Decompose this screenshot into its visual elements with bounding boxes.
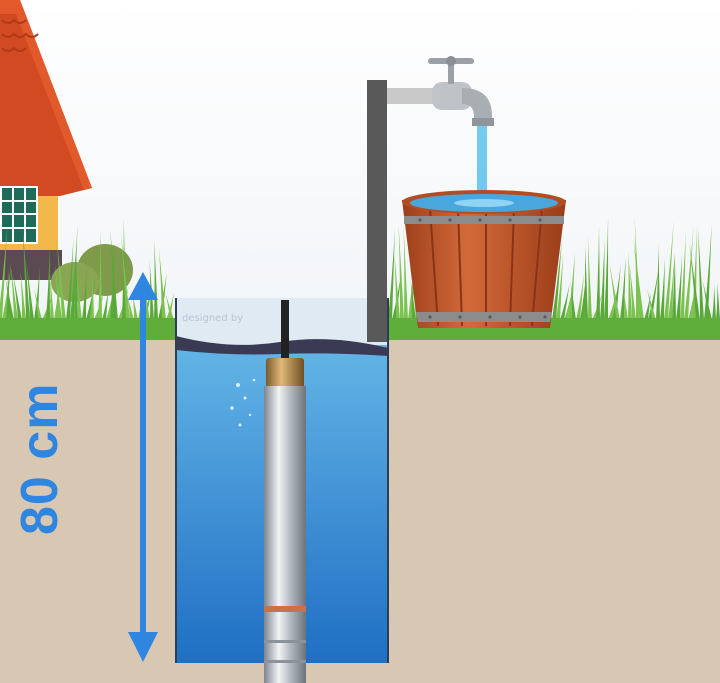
grass-blade [86, 277, 96, 320]
pump-outlet-cap [266, 358, 304, 388]
grass-blade [684, 226, 694, 320]
pipe-post [367, 80, 387, 342]
grass-blade [623, 289, 628, 320]
grass-blade [576, 273, 585, 320]
grass-blade [628, 249, 632, 320]
grass-blade [676, 253, 683, 320]
grass-blade [46, 244, 50, 320]
grass-blade [398, 223, 404, 320]
grass-blade [668, 255, 675, 320]
soil-right [388, 340, 720, 683]
grass-blade [403, 226, 408, 320]
grass-blade [56, 239, 66, 320]
watermark-text: designed by [182, 313, 244, 324]
grass-blade [70, 224, 78, 320]
grass-blade [604, 217, 609, 320]
grass-blade [680, 229, 686, 320]
grass-blade [644, 292, 651, 320]
grass-blade [132, 293, 138, 320]
grass-blade [716, 282, 720, 320]
grass-blade [587, 235, 592, 320]
grass-blade [127, 294, 134, 320]
grass-blade [76, 273, 82, 320]
soil-left [0, 340, 176, 683]
grass-blade [608, 290, 618, 320]
grass-blade [12, 272, 22, 320]
pump-icon [264, 300, 306, 683]
grass-blade [110, 229, 118, 320]
faucet-icon [428, 56, 494, 126]
grass-blade [646, 288, 656, 320]
pump-band [264, 606, 306, 612]
grass-blade [26, 261, 34, 320]
house-icon [0, 0, 92, 280]
grass-blade [165, 293, 174, 320]
grass-blade [629, 263, 636, 320]
grass-blade [34, 288, 42, 320]
pump-cable [281, 300, 289, 360]
grass-blade [102, 288, 109, 320]
grass-blade [697, 226, 704, 320]
grass-blade [570, 282, 576, 320]
pump-body [264, 386, 306, 683]
grass-blade [5, 276, 15, 320]
grass-left [0, 217, 174, 320]
bubbles [230, 378, 256, 427]
grass-blade [394, 253, 400, 320]
grass-blade [568, 251, 575, 320]
grass-blade [90, 270, 94, 320]
grass-blade [22, 224, 30, 320]
grass-blade [0, 223, 8, 320]
water-stream [477, 126, 487, 198]
grass-blade [560, 283, 570, 320]
grass-blade [704, 223, 712, 320]
grass-blade [10, 263, 18, 320]
grass-blade [556, 253, 564, 320]
grass-blade [609, 262, 620, 320]
grass-blade [633, 238, 644, 320]
grass-blade [49, 273, 54, 320]
grass-blade [664, 220, 674, 320]
grass-blade [584, 243, 588, 320]
grass-blade [158, 247, 166, 320]
grass-blade [656, 243, 660, 320]
bucket-icon [402, 190, 566, 328]
grass-blade [702, 280, 712, 320]
grass-blade [660, 258, 665, 320]
pipe-arm [387, 88, 439, 104]
grass-blade [54, 263, 62, 320]
grass-blade [74, 247, 78, 320]
grass-blade [66, 237, 74, 320]
grass-blade [672, 251, 676, 320]
grass-blade [564, 294, 572, 320]
double-arrow-icon [128, 272, 158, 662]
grass-blade [712, 284, 716, 320]
grass-blade [388, 227, 395, 320]
grass-blade [110, 242, 115, 320]
grass-blade [552, 236, 563, 320]
grass-blade [54, 263, 62, 320]
grass-blade [596, 225, 600, 320]
grass-strip-left [0, 318, 175, 340]
grass-blade [689, 242, 700, 320]
grass-blade [82, 267, 87, 320]
grass-blade [20, 270, 26, 320]
grass-blade [410, 280, 416, 320]
grass-blade [120, 231, 130, 320]
grass-blade [2, 263, 12, 320]
grass-blade [600, 238, 605, 320]
depth-measurement-label: 80 cm [11, 382, 69, 535]
grass-blade [98, 229, 102, 320]
